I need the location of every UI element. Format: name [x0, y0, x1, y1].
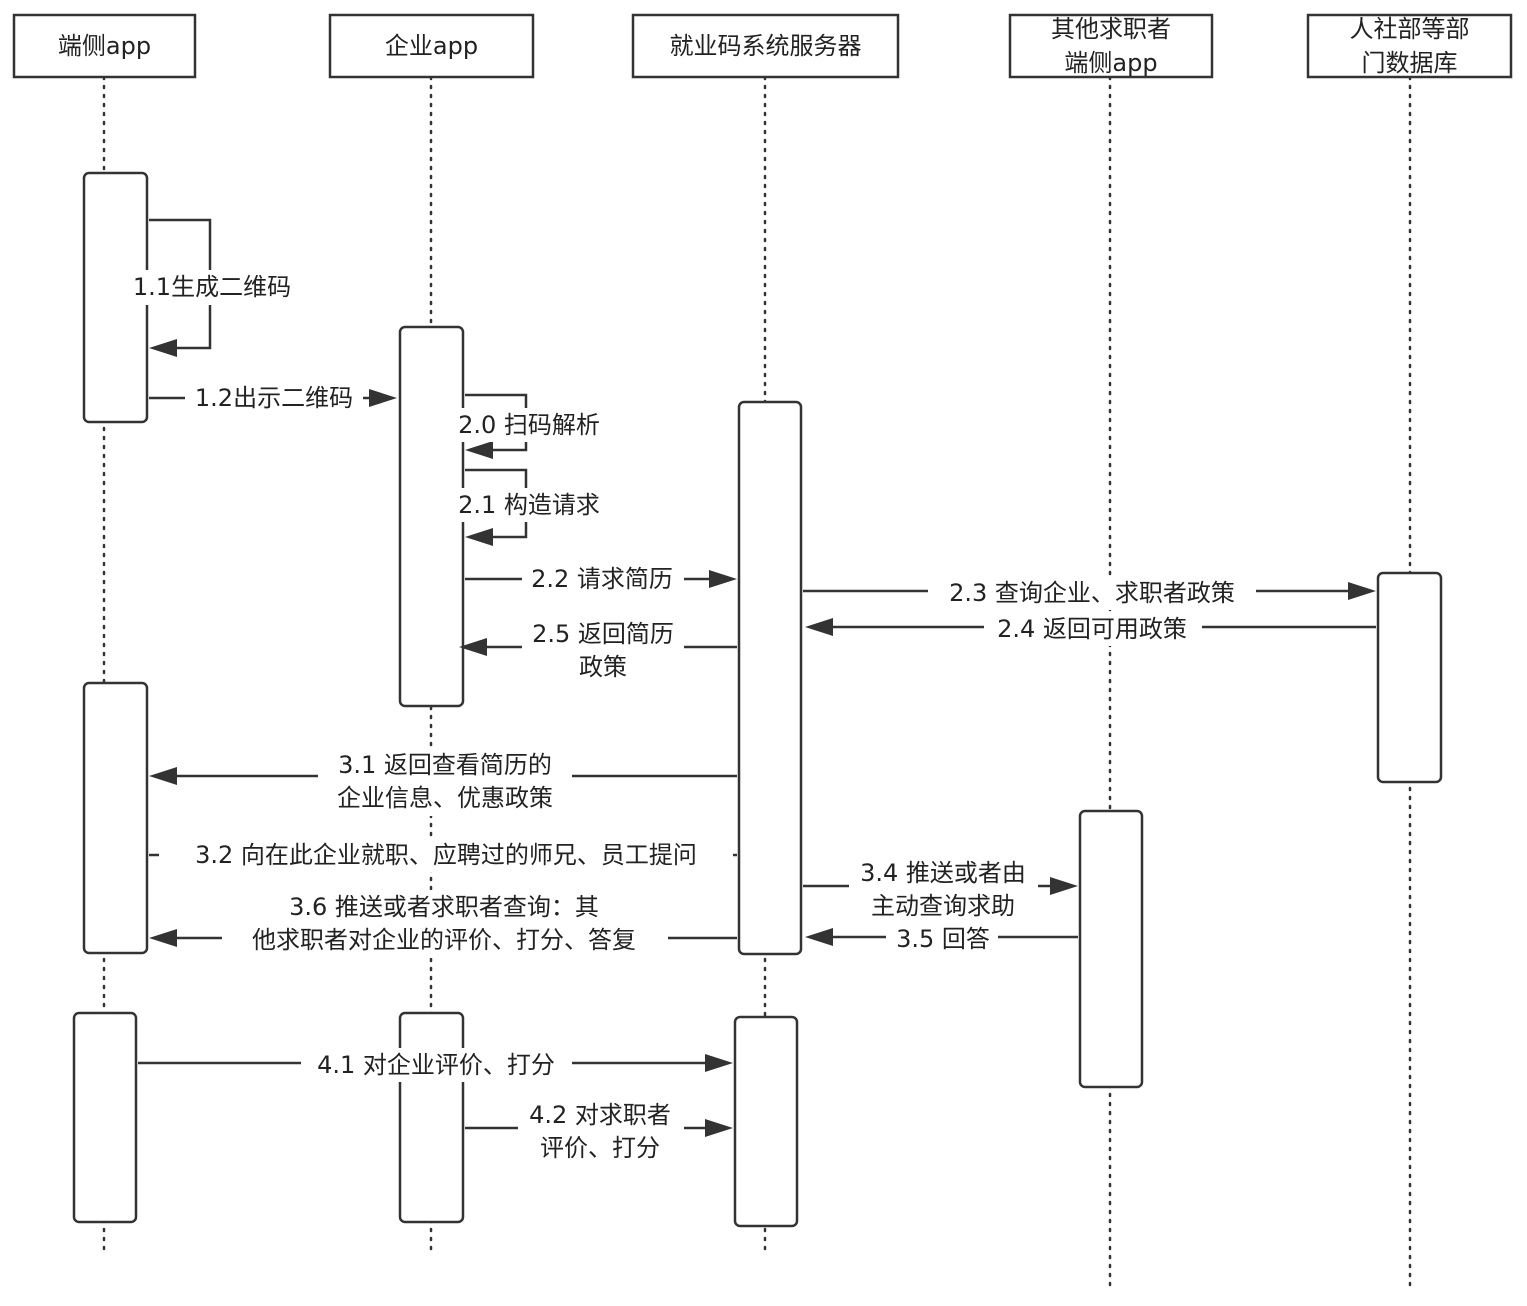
participant-label-p5: 门数据库 — [1362, 49, 1458, 77]
participant-label-p1: 端侧app — [58, 32, 151, 60]
arrowhead-m4_1 — [705, 1054, 733, 1072]
participant-box-p2 — [328, 13, 535, 79]
arrowhead-m2_2 — [709, 570, 737, 588]
arrowhead-m4_2 — [705, 1119, 733, 1137]
arrowhead-m3_5 — [805, 928, 833, 946]
arrowhead-m2_1 — [465, 528, 493, 546]
participant-label-p4: 端侧app — [1064, 49, 1157, 77]
message-label-m2_4: 2.4 返回可用政策 — [997, 615, 1187, 643]
message-label-bg-m2_3 — [928, 576, 1256, 610]
message-label-bg-m4_2 — [518, 1098, 684, 1165]
arrowhead-m1_2 — [369, 389, 397, 407]
message-label-bg-m3_6 — [222, 890, 668, 958]
activation-p1-1 — [82, 681, 149, 955]
message-label-m3_1: 3.1 返回查看简历的 — [338, 751, 552, 779]
message-label-bg-m3_2 — [159, 838, 733, 872]
participant-label-p5: 人社部等部 — [1350, 15, 1470, 43]
message-label-m3_5: 3.5 回答 — [896, 925, 990, 953]
message-label-bg-m1_2 — [185, 382, 363, 414]
message-label-bg-m2_4 — [984, 612, 1202, 646]
participant-label-p2: 企业app — [385, 32, 478, 60]
message-label-m1_1: 1.1生成二维码 — [133, 273, 291, 301]
message-label-bg-m3_1 — [318, 748, 572, 816]
activation-p3-6 — [733, 1015, 799, 1228]
message-label-m2_1: 2.1 构造请求 — [458, 491, 600, 519]
arrowhead-m3_6 — [149, 929, 177, 947]
message-label-bg-m2_0 — [448, 408, 610, 442]
message-label-m3_1: 企业信息、优惠政策 — [337, 784, 553, 812]
message-label-m2_3: 2.3 查询企业、求职者政策 — [949, 579, 1235, 607]
activation-p3-5 — [737, 400, 803, 956]
participant-label-p4: 其他求职者 — [1051, 15, 1171, 43]
message-label-m3_4: 3.4 推送或者由 — [860, 859, 1026, 887]
activation-p2-4 — [398, 1011, 465, 1224]
message-label-m3_6: 他求职者对企业的评价、打分、答复 — [252, 926, 636, 954]
participant-box-p3 — [631, 13, 900, 79]
message-label-m3_4: 主动查询求助 — [871, 892, 1015, 920]
message-label-bg-m3_4 — [849, 856, 1038, 924]
message-label-m4_2: 评价、打分 — [540, 1134, 660, 1162]
message-label-bg-m4_1 — [301, 1048, 572, 1082]
participant-label-p3: 就业码系统服务器 — [670, 32, 862, 60]
message-label-m4_2: 4.2 对求职者 — [529, 1101, 671, 1129]
activation-p1-2 — [72, 1011, 138, 1224]
message-label-m2_0: 2.0 扫码解析 — [458, 411, 600, 439]
message-label-m1_2: 1.2出示二维码 — [195, 384, 353, 412]
message-label-bg-m2_5 — [522, 617, 684, 684]
message-label-m3_2: 3.2 向在此企业就职、应聘过的师兄、员工提问 — [195, 841, 697, 869]
activation-p4-7 — [1078, 809, 1144, 1089]
message-label-bg-m2_2 — [522, 563, 684, 595]
arrowhead-m2_5 — [459, 638, 487, 656]
arrowhead-m2_0 — [465, 441, 493, 459]
message-label-bg-m3_5 — [886, 922, 998, 956]
arrowhead-m1_1 — [149, 339, 177, 357]
arrowhead-m3_4 — [1050, 877, 1078, 895]
message-label-bg-m2_1 — [448, 488, 610, 522]
message-label-bg-m1_1 — [122, 270, 300, 305]
message-label-m2_5: 2.5 返回简历 — [532, 620, 674, 648]
message-label-m2_2: 2.2 请求简历 — [531, 565, 673, 593]
participant-box-p4 — [1008, 13, 1214, 79]
arrowhead-m2_4 — [805, 618, 833, 636]
message-label-m2_5: 政策 — [579, 653, 627, 681]
arrowhead-m2_3 — [1348, 582, 1376, 600]
activation-p5-8 — [1376, 571, 1443, 784]
message-label-m3_6: 3.6 推送或者求职者查询：其 — [289, 893, 599, 921]
participant-box-p5 — [1306, 13, 1513, 79]
participant-box-p1 — [12, 13, 197, 79]
message-label-m4_1: 4.1 对企业评价、打分 — [317, 1051, 555, 1079]
arrowhead-m3_1 — [149, 767, 177, 785]
